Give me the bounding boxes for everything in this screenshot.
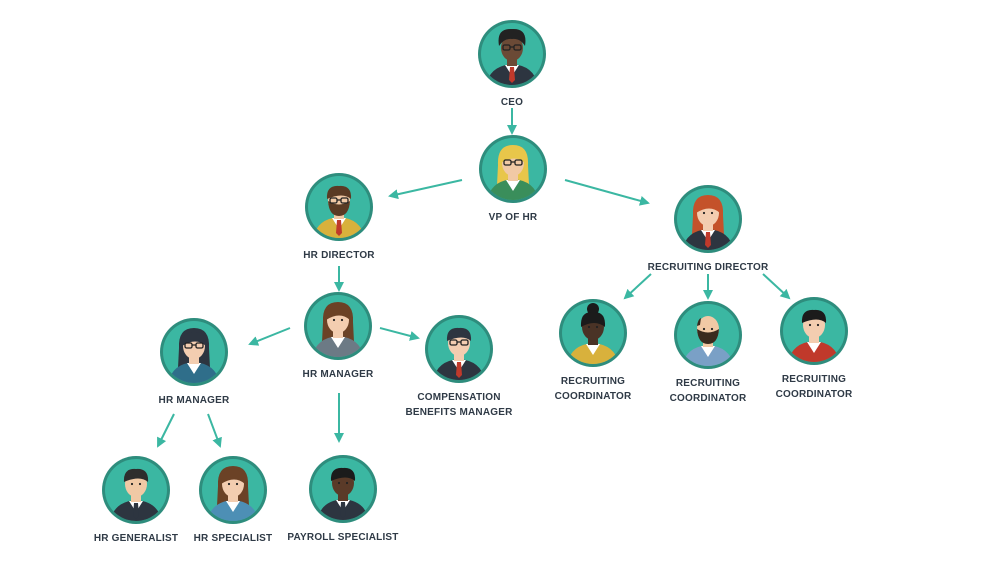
- node-label: HR MANAGER: [104, 393, 284, 408]
- arrow-vp-to-hr-director: [388, 179, 463, 200]
- avatar: [307, 453, 379, 530]
- node-title-line1: HR SPECIALIST: [193, 533, 273, 544]
- person-glasses-curly-hair-icon: [478, 20, 546, 88]
- node-label: RECRUITING COORDINATOR: [618, 376, 798, 406]
- avatar: [557, 297, 629, 374]
- avatar: [423, 313, 495, 390]
- node-title-line1: RECRUITING: [560, 376, 626, 387]
- avatar: [302, 290, 374, 367]
- node-title-line1: RECRUITING: [675, 378, 741, 389]
- node-label: COMPENSATION BENEFITS MANAGER: [369, 390, 549, 420]
- arrow-recruiting-director-to-coordinator-3: [762, 273, 791, 300]
- avatar: [476, 18, 548, 95]
- person-black-hair-icon: [780, 297, 848, 365]
- avatar: [672, 183, 744, 260]
- node-label: HR DIRECTOR: [249, 248, 429, 263]
- person-bearded-glasses-icon: [305, 173, 373, 241]
- node-title-line1: RECRUITING DIRECTOR: [647, 262, 769, 273]
- node-label: CEO: [422, 95, 602, 110]
- node-label: PAYROLL SPECIALIST: [253, 530, 433, 545]
- avatar: [778, 295, 850, 372]
- person-bald-beard-icon: [674, 301, 742, 369]
- person-glasses-tie-icon: [425, 315, 493, 383]
- person-short-hair-icon: [102, 456, 170, 524]
- node-label: RECRUITING DIRECTOR: [618, 260, 798, 275]
- node-label: RECRUITING COORDINATOR: [503, 374, 683, 404]
- person-blonde-glasses-icon: [479, 135, 547, 203]
- avatar: [303, 171, 375, 248]
- node-label: HR MANAGER: [248, 367, 428, 382]
- avatar: [100, 454, 172, 531]
- node-title-line2: COORDINATOR: [554, 391, 632, 402]
- avatar: [477, 133, 549, 210]
- node-label: HR GENERALIST: [46, 531, 226, 546]
- avatar: [197, 454, 269, 531]
- node-title-line1: CEO: [500, 97, 524, 108]
- node-title-line1: HR GENERALIST: [93, 533, 179, 544]
- node-title-line1: HR MANAGER: [302, 369, 374, 380]
- person-brown-hair-icon: [304, 292, 372, 360]
- arrow-vp-to-recruiting-director: [564, 179, 650, 206]
- node-label: VP OF HR: [423, 210, 603, 225]
- arrow-hr-manager-left-to-specialist: [207, 413, 222, 448]
- node-title-line1: PAYROLL SPECIALIST: [287, 532, 399, 543]
- arrow-hr-manager-left-to-generalist: [157, 413, 175, 448]
- person-hijab-glasses-icon: [160, 318, 228, 386]
- node-title-line1: VP OF HR: [488, 212, 538, 223]
- node-label: RECRUITING COORDINATOR: [724, 372, 904, 402]
- arrow-recruiting-director-to-coordinator-1: [623, 273, 652, 300]
- person-dark-hair-bun-icon: [559, 299, 627, 367]
- node-title-line2: BENEFITS MANAGER: [405, 407, 513, 418]
- avatar: [672, 299, 744, 376]
- node-label: HR SPECIALIST: [143, 531, 323, 546]
- person-red-hair-icon: [674, 185, 742, 253]
- person-long-hair-icon: [199, 456, 267, 524]
- node-title-line1: HR DIRECTOR: [303, 250, 375, 261]
- avatar: [158, 316, 230, 393]
- node-title-line1: COMPENSATION: [417, 392, 501, 403]
- node-title-line1: HR MANAGER: [158, 395, 230, 406]
- node-title-line2: COORDINATOR: [669, 393, 747, 404]
- person-dark-skin-icon: [309, 455, 377, 523]
- node-title-line2: COORDINATOR: [775, 389, 853, 400]
- arrow-hr-manager-to-comp-benefits: [379, 327, 420, 341]
- arrow-hr-manager-to-hr-manager-left: [248, 327, 291, 346]
- node-title-line1: RECRUITING: [781, 374, 847, 385]
